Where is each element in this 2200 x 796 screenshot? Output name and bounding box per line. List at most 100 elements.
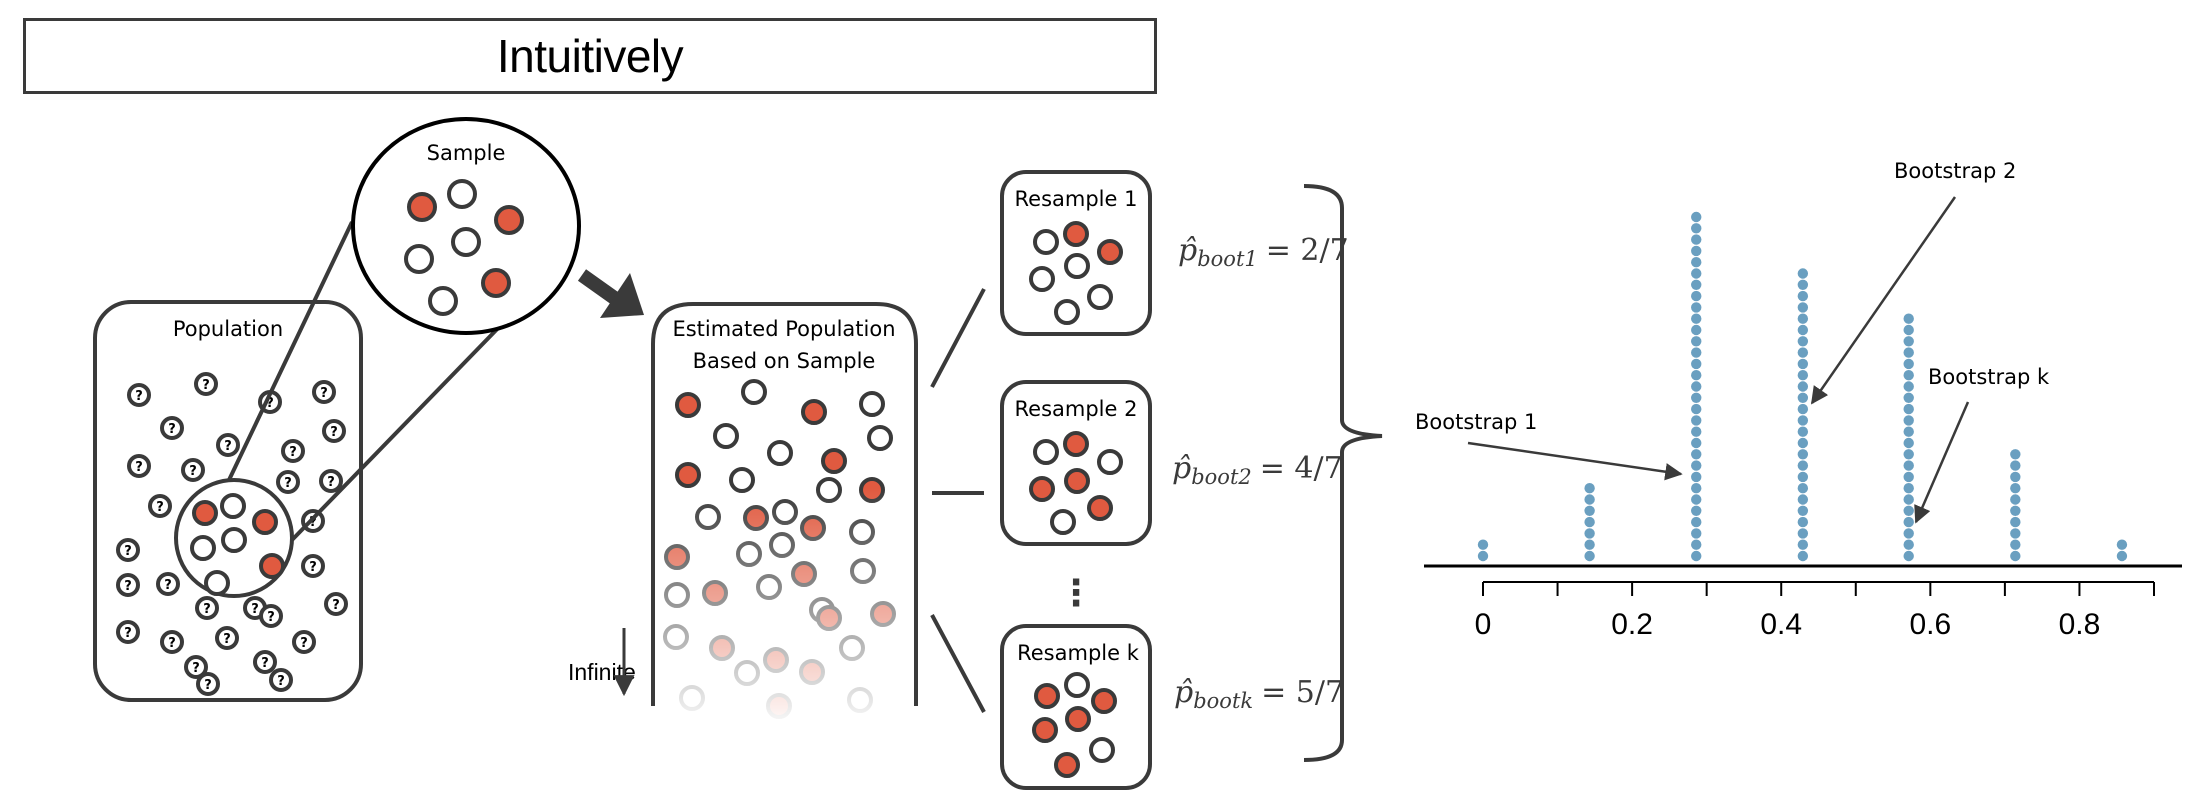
dot <box>1903 505 1914 516</box>
estimated-ball <box>766 693 792 719</box>
sample-ball <box>481 268 511 298</box>
curly-brace <box>1303 184 1383 762</box>
estimated-ball <box>675 392 701 418</box>
question-mark-icon: ? <box>289 445 297 460</box>
unknown-ball: ? <box>312 380 336 404</box>
unknown-ball: ? <box>215 626 239 650</box>
question-mark-icon: ? <box>156 500 164 515</box>
unknown-ball: ? <box>195 596 219 620</box>
dot <box>1691 234 1702 245</box>
title-banner: Intuitively <box>23 18 1157 94</box>
dot <box>1691 449 1702 460</box>
dot <box>2010 528 2021 539</box>
connector-line-1 <box>930 288 986 388</box>
question-mark-icon: ? <box>300 636 308 651</box>
dot <box>1903 381 1914 392</box>
question-mark-icon: ? <box>284 476 292 491</box>
population-dots: ?????????????????????????????? <box>116 372 348 696</box>
unknown-ball: ? <box>127 454 151 478</box>
dot <box>1903 313 1914 324</box>
resample-ball <box>1033 439 1059 465</box>
estimated-population-dots <box>663 379 896 719</box>
dot <box>1797 290 1809 302</box>
infinite-label: Infinite <box>568 659 636 685</box>
resample-ball <box>1063 221 1089 247</box>
dot <box>1797 426 1809 437</box>
unknown-ball: ? <box>269 668 293 692</box>
question-mark-icon: ? <box>164 578 172 593</box>
dot <box>2116 539 2128 550</box>
dot <box>1797 483 1809 494</box>
resample-box <box>1000 170 1152 336</box>
dot-column <box>1903 313 1914 562</box>
dot <box>1797 415 1809 426</box>
dot <box>1691 358 1702 370</box>
resample-2: Resample 2 p̂boot2= 4/7 <box>1000 380 1343 546</box>
sample-ball <box>404 244 434 274</box>
dot <box>1797 302 1809 313</box>
estimated-ball <box>763 647 789 673</box>
annotation-arrow-icon <box>1914 401 1970 524</box>
estimated-ball <box>664 544 690 570</box>
dot <box>1691 313 1702 324</box>
sampled-ball <box>204 570 230 596</box>
unknown-ball: ? <box>156 572 180 596</box>
resample-stat: p̂boot2= 4/7 <box>1172 451 1343 489</box>
estimated-ball <box>859 477 885 503</box>
estimated-ball <box>695 504 721 530</box>
estimated-ball <box>850 558 876 584</box>
dot <box>1691 211 1702 223</box>
estimated-ball <box>664 582 690 608</box>
question-mark-icon: ? <box>189 464 197 479</box>
dot <box>1797 381 1809 392</box>
sampled-ball <box>220 493 246 519</box>
resample-ball <box>1097 449 1123 475</box>
sampled-ball <box>221 527 247 553</box>
resample-ball <box>1087 495 1113 521</box>
population-sample-dots <box>190 493 285 596</box>
question-mark-icon: ? <box>223 632 231 647</box>
annotation-label: Bootstrap 1 <box>1415 410 1537 434</box>
resample-ball <box>1064 672 1090 698</box>
dot <box>2010 483 2021 494</box>
unknown-ball: ? <box>319 469 343 493</box>
sampled-ball <box>190 535 216 561</box>
dot <box>1797 437 1809 449</box>
dot <box>1691 336 1702 347</box>
sample-ball <box>494 205 524 235</box>
dot <box>1691 223 1702 234</box>
unknown-ball: ? <box>301 554 325 578</box>
dot <box>1903 483 1914 494</box>
dot <box>1691 437 1702 449</box>
estimated-ball <box>675 462 701 488</box>
estimated-ball <box>741 379 767 405</box>
dot <box>1797 392 1809 403</box>
resample-1: Resample 1 p̂boot1= 2/7 <box>1000 170 1349 336</box>
dot <box>1797 550 1809 562</box>
bootstrap-annotation: Bootstrap 2 <box>1810 159 2016 405</box>
resample-ball <box>1050 509 1076 535</box>
unknown-ball: ? <box>196 672 220 696</box>
unknown-ball: ? <box>184 655 208 679</box>
dot <box>1691 245 1702 257</box>
resample-ball <box>1089 737 1115 763</box>
unknown-ball: ? <box>160 416 184 440</box>
dot <box>1691 347 1702 358</box>
dot <box>1797 471 1809 483</box>
question-mark-icon: ? <box>168 636 176 651</box>
dot <box>1903 415 1914 426</box>
estimated-population-box <box>651 302 918 706</box>
dot-columns <box>1477 211 2128 562</box>
dot <box>1797 539 1809 550</box>
dot <box>1691 302 1702 313</box>
sample-ball <box>451 227 481 257</box>
estimated-ball <box>756 574 782 600</box>
resample-box <box>1000 380 1152 546</box>
big-arrow-icon <box>577 269 644 318</box>
resample-ball <box>1064 468 1090 494</box>
unknown-ball: ? <box>181 458 205 482</box>
sample-label: Sample <box>427 141 506 165</box>
dot <box>1903 437 1914 449</box>
